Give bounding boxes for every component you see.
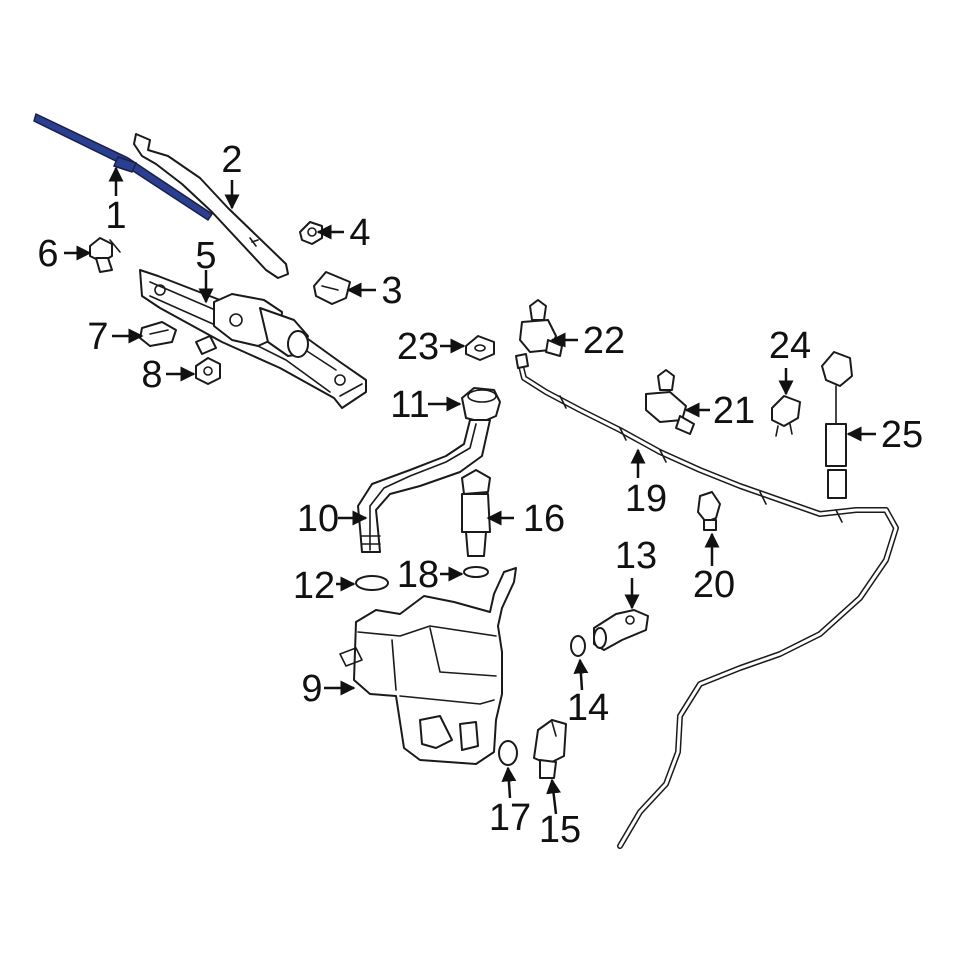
- part-18-o-ring[interactable]: [463, 566, 489, 578]
- leader-15: [546, 778, 562, 815]
- part-21-check-valve[interactable]: [645, 369, 695, 435]
- callout-12[interactable]: 12: [293, 565, 335, 607]
- part-3-seal[interactable]: [313, 271, 351, 305]
- part-23-grommet[interactable]: [465, 335, 495, 361]
- part-10-filler-tube[interactable]: [357, 419, 491, 553]
- part-7-bracket[interactable]: [139, 321, 177, 347]
- part-6-bolt[interactable]: [89, 237, 121, 273]
- callout-22[interactable]: 22: [583, 320, 625, 362]
- callout-10[interactable]: 10: [297, 498, 339, 540]
- callout-2[interactable]: 2: [221, 139, 242, 181]
- part-11-filler-neck[interactable]: [461, 387, 501, 423]
- callout-6[interactable]: 6: [37, 233, 58, 275]
- callout-24[interactable]: 24: [769, 325, 811, 367]
- leader-14: [573, 658, 589, 691]
- callout-labels: 1 2 3 4 5 6 7 8 9 10 11 12 13 14 15 16 1…: [37, 139, 923, 851]
- callout-18[interactable]: 18: [397, 554, 439, 596]
- callout-5[interactable]: 5: [195, 235, 216, 277]
- part-15-washer-pump[interactable]: [533, 719, 567, 779]
- callout-15[interactable]: 15: [539, 809, 581, 851]
- part-14-seal[interactable]: [570, 635, 586, 657]
- callout-17[interactable]: 17: [489, 797, 531, 839]
- part-12-o-ring[interactable]: [355, 575, 389, 591]
- part-2-wiper-arm[interactable]: [133, 133, 289, 279]
- callout-3[interactable]: 3: [381, 270, 402, 312]
- callout-19[interactable]: 19: [625, 478, 667, 520]
- callout-8[interactable]: 8: [141, 354, 162, 396]
- callout-11[interactable]: 11: [390, 384, 429, 426]
- part-22-valve[interactable]: [519, 299, 563, 357]
- part-8-nut[interactable]: [195, 357, 221, 385]
- callout-14[interactable]: 14: [567, 687, 609, 729]
- part-1-wiper-blade[interactable]: [33, 112, 214, 222]
- part-17-grommet[interactable]: [498, 740, 518, 766]
- callout-23[interactable]: 23: [397, 326, 439, 368]
- callout-7[interactable]: 7: [87, 316, 108, 358]
- part-5-wiper-linkage-motor[interactable]: [139, 269, 367, 409]
- part-9-washer-reservoir[interactable]: [339, 567, 517, 765]
- leader-17: [501, 766, 517, 799]
- part-20-connector[interactable]: [697, 491, 721, 531]
- leader-lines: [64, 166, 876, 815]
- part-25-nozzle-assembly[interactable]: [821, 351, 853, 499]
- part-24-nozzle[interactable]: [771, 395, 801, 437]
- part-19-washer-hose[interactable]: [515, 353, 899, 849]
- callout-16[interactable]: 16: [523, 498, 565, 540]
- callout-21[interactable]: 21: [713, 390, 755, 432]
- callout-13[interactable]: 13: [615, 535, 657, 577]
- callout-4[interactable]: 4: [349, 212, 370, 254]
- callout-1[interactable]: 1: [105, 195, 126, 237]
- part-13-level-sensor[interactable]: [593, 609, 649, 651]
- callout-9[interactable]: 9: [301, 668, 322, 710]
- callout-20[interactable]: 20: [693, 564, 735, 606]
- part-16-washer-pump[interactable]: [461, 469, 491, 557]
- callout-25[interactable]: 25: [881, 414, 923, 456]
